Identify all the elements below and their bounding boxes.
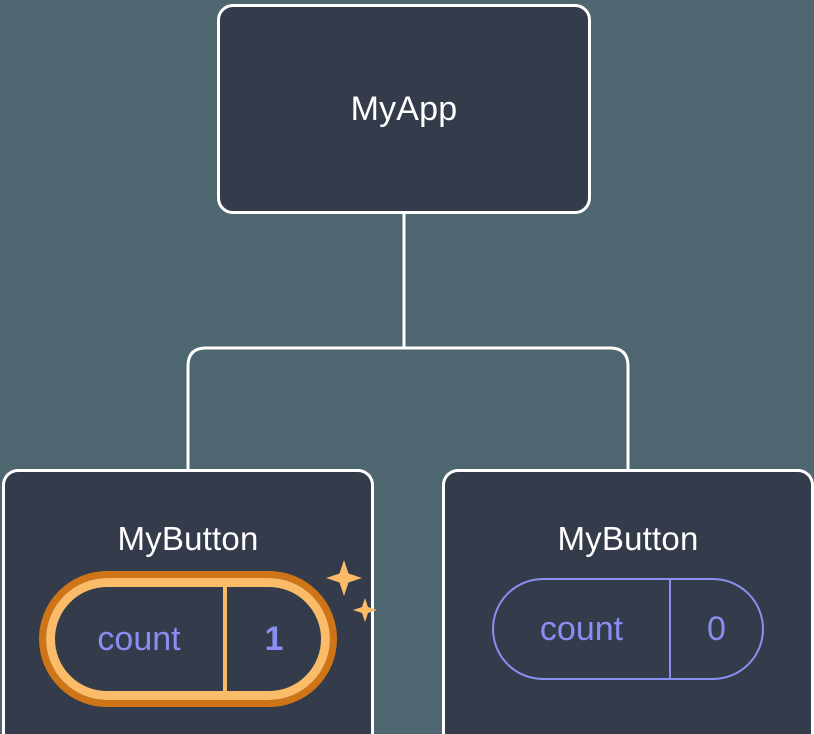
- state-pill-left-wrap: count 1: [39, 560, 377, 707]
- state-key-right: count: [539, 610, 624, 648]
- node-mybutton-right[interactable]: MyButton count 0: [442, 469, 814, 734]
- state-value-left: 1: [223, 587, 321, 691]
- node-mybutton-left-label: MyButton: [117, 520, 259, 557]
- state-pill-right[interactable]: count 0: [492, 578, 764, 680]
- node-mybutton-right-label: MyButton: [557, 520, 699, 557]
- node-myapp-label: MyApp: [350, 90, 458, 128]
- connector-branch-rail: [186, 346, 630, 471]
- state-pill-left[interactable]: count 1: [39, 571, 337, 707]
- sparkle-large-icon: [326, 560, 362, 596]
- state-value-right: 0: [669, 580, 762, 678]
- sparkle-icon: [326, 560, 377, 622]
- node-myapp[interactable]: MyApp: [217, 4, 591, 214]
- sparkle-small-icon: [353, 598, 377, 622]
- node-mybutton-left[interactable]: MyButton count 1: [2, 469, 377, 734]
- state-pill-right-wrap: count 0: [492, 578, 764, 680]
- state-key-left: count: [97, 620, 181, 658]
